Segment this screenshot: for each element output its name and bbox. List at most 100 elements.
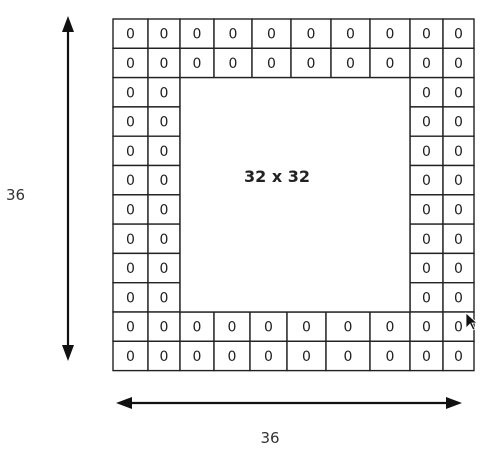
zero-pad-cell: 0 (442, 76, 475, 108)
zero-pad-cell: 0 (147, 106, 181, 137)
zero-value: 0 (126, 261, 135, 277)
zero-value: 0 (193, 320, 202, 336)
arrow-left-icon (116, 397, 132, 409)
grid-cell-border (147, 282, 181, 313)
zero-value: 0 (454, 144, 463, 160)
zero-value: 0 (454, 56, 463, 72)
zero-pad-cell: 0 (147, 252, 181, 284)
zero-value: 0 (264, 349, 273, 365)
zero-pad-cell: 0 (112, 223, 149, 255)
zero-pad-cell: 0 (369, 340, 411, 372)
zero-value: 0 (422, 261, 431, 277)
zero-value: 0 (126, 85, 135, 101)
zero-value: 0 (454, 85, 463, 101)
grid-cell-border (409, 47, 444, 79)
zero-pad-cell: 0 (213, 47, 253, 79)
zero-value: 0 (454, 202, 463, 218)
zero-pad-cell: 0 (442, 18, 475, 49)
zero-pad-cell: 0 (112, 18, 149, 49)
zero-pad-cell: 0 (442, 340, 475, 372)
zero-pad-cell: 0 (249, 340, 288, 372)
grid-cell-border (325, 311, 371, 342)
zero-value: 0 (422, 349, 431, 365)
zero-pad-cell: 0 (147, 223, 181, 255)
grid-cell-border (179, 340, 215, 372)
zero-pad-cell: 0 (369, 311, 411, 342)
grid-cell-border (442, 47, 475, 79)
grid-cell-border (442, 252, 475, 284)
zero-pad-cell: 0 (409, 164, 444, 196)
zero-pad-cell: 0 (369, 47, 411, 79)
zero-value: 0 (302, 349, 311, 365)
zero-value: 0 (126, 290, 135, 306)
zero-value: 0 (422, 232, 431, 248)
zero-value: 0 (264, 320, 273, 336)
zero-value: 0 (344, 320, 353, 336)
zero-pad-cell: 0 (147, 18, 181, 49)
zero-pad-cell: 0 (147, 311, 181, 342)
zero-value: 0 (302, 320, 311, 336)
zero-value: 0 (126, 202, 135, 218)
zero-pad-cell: 0 (442, 135, 475, 167)
zero-pad-cell: 0 (112, 282, 149, 313)
zero-value: 0 (126, 115, 135, 131)
zero-value: 0 (307, 27, 316, 43)
zero-pad-cell: 0 (147, 340, 181, 372)
zero-pad-cell: 0 (147, 47, 181, 79)
arrow-down-icon (62, 345, 74, 361)
width-dimension-arrow (116, 397, 462, 409)
zero-pad-cell: 0 (409, 311, 444, 342)
zero-pad-cell: 0 (213, 340, 251, 372)
center-size-label: 32 x 32 (244, 167, 310, 186)
zero-value: 0 (126, 144, 135, 160)
zero-value: 0 (422, 144, 431, 160)
zero-value: 0 (386, 320, 395, 336)
zero-value: 0 (160, 261, 169, 277)
zero-value: 0 (126, 173, 135, 189)
zero-value: 0 (228, 320, 237, 336)
height-label: 36 (6, 186, 25, 204)
zero-value: 0 (126, 320, 135, 336)
grid-cell-border (112, 252, 149, 284)
grid-cell-border (147, 311, 181, 342)
zero-value: 0 (386, 27, 395, 43)
zero-pad-cell: 0 (251, 47, 292, 79)
zero-value: 0 (454, 261, 463, 277)
zero-pad-cell: 0 (286, 340, 327, 372)
zero-value: 0 (386, 56, 395, 72)
zero-pad-cell: 0 (147, 76, 181, 108)
zero-value: 0 (454, 173, 463, 189)
zero-pad-cell: 0 (442, 164, 475, 196)
zero-value: 0 (422, 202, 431, 218)
zero-pad-cell: 0 (147, 194, 181, 225)
zero-value: 0 (307, 56, 316, 72)
zero-pad-cell: 0 (409, 76, 444, 108)
zero-value: 0 (229, 56, 238, 72)
zero-value: 0 (422, 56, 431, 72)
zero-pad-cell: 0 (112, 194, 149, 225)
width-label: 36 (260, 429, 279, 447)
zero-pad-cell: 0 (369, 18, 411, 49)
zero-pad-cell: 0 (147, 164, 181, 196)
grid-cell-border (179, 311, 215, 342)
zero-pad-cell: 0 (179, 47, 215, 79)
zero-pad-cell: 0 (442, 223, 475, 255)
grid-cell-border (442, 18, 475, 49)
grid-cell-border (330, 47, 371, 79)
zero-pad-cell: 0 (442, 194, 475, 225)
zero-value: 0 (454, 349, 463, 365)
zero-value: 0 (160, 115, 169, 131)
zero-value: 0 (422, 27, 431, 43)
zero-pad-cell: 0 (147, 135, 181, 167)
arrow-right-icon (446, 397, 462, 409)
zero-pad-cell: 0 (290, 18, 332, 49)
zero-value: 0 (454, 27, 463, 43)
zero-value: 0 (160, 232, 169, 248)
zero-pad-cell: 0 (249, 311, 288, 342)
zero-value: 0 (267, 56, 276, 72)
grid-cell-border (409, 76, 444, 108)
grid-cell-border (290, 18, 332, 49)
grid-cell-border (112, 340, 149, 372)
